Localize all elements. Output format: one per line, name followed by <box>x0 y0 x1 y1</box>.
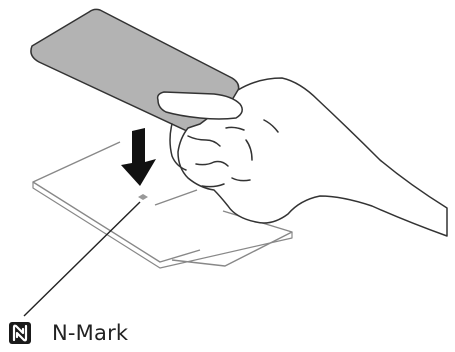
down-arrow-icon <box>121 128 156 186</box>
hand <box>158 78 447 236</box>
n-mark-dot <box>138 194 148 200</box>
nfc-n-mark-icon <box>8 321 32 345</box>
nfc-sensor-area-outline <box>155 190 197 205</box>
n-mark-caption: N-Mark <box>8 320 128 346</box>
n-mark-label: N-Mark <box>52 321 128 345</box>
nfc-sensor-area-outline-left <box>33 142 200 262</box>
